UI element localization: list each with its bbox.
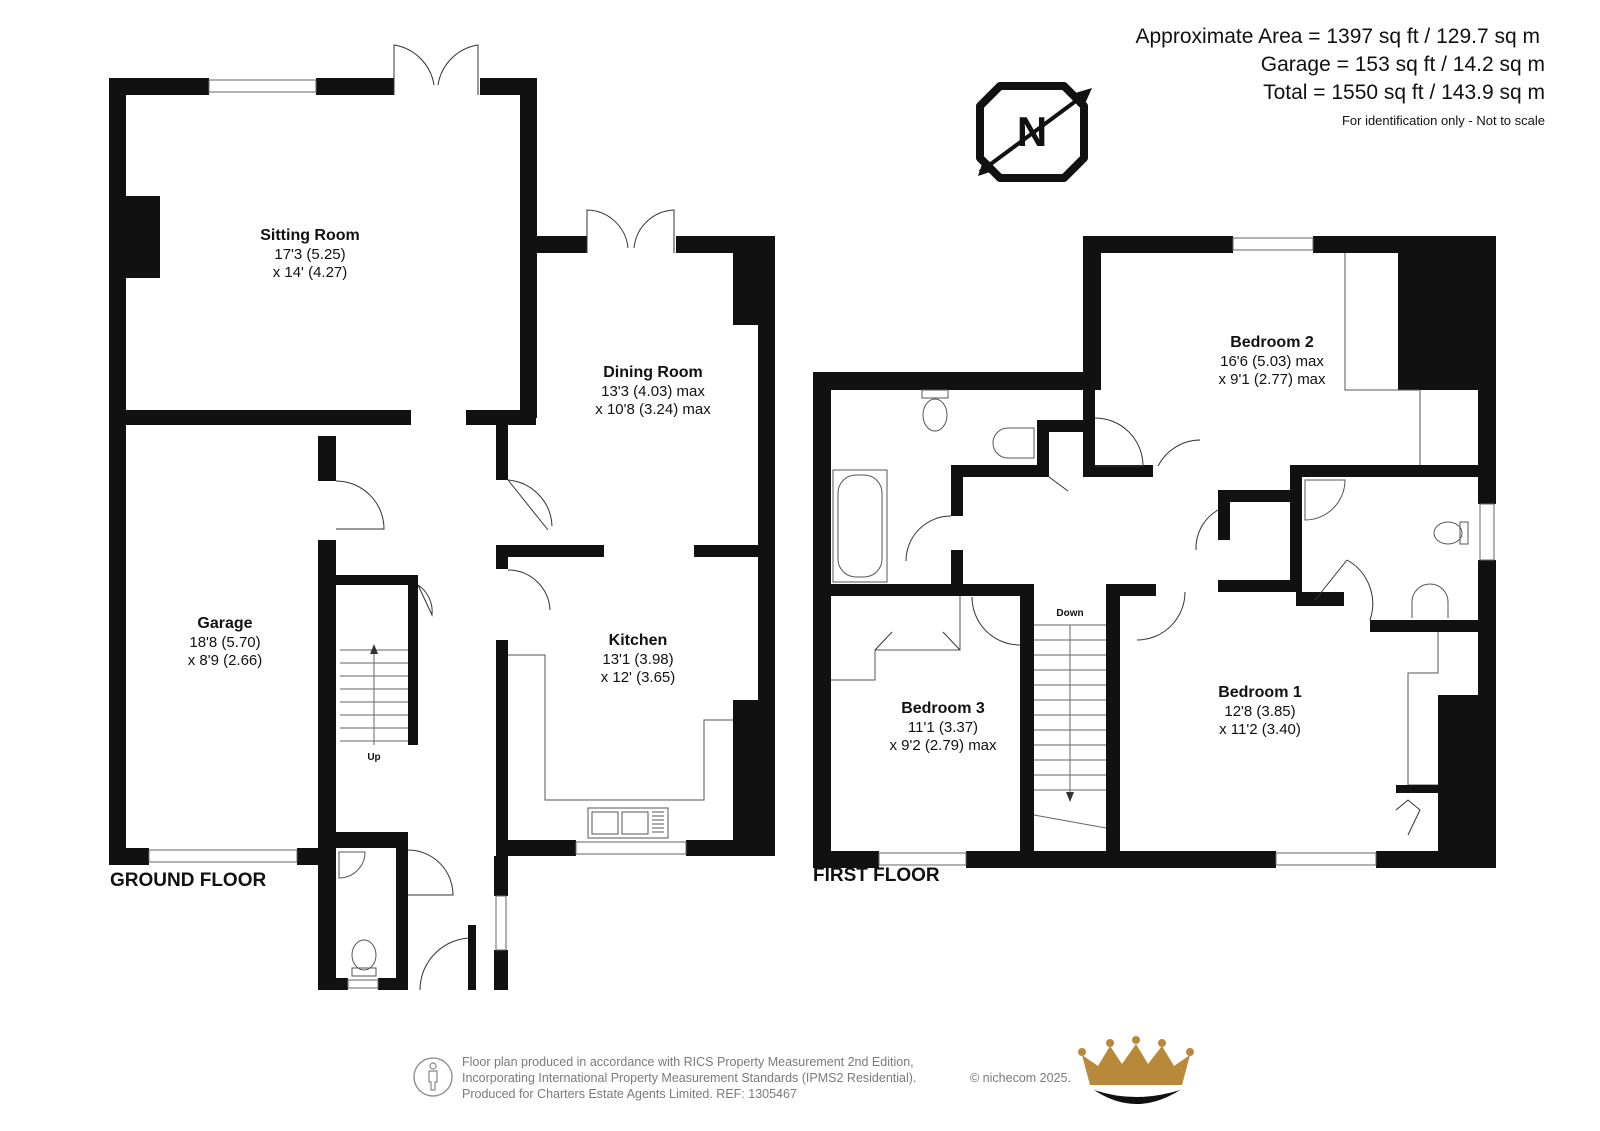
compass-letter: N bbox=[1017, 108, 1047, 155]
room-dimension: 16'6 (5.03) max bbox=[1220, 353, 1324, 370]
room-name: Bedroom 2 bbox=[1230, 334, 1314, 351]
crown-logo-icon bbox=[1078, 1036, 1194, 1104]
footer-line-2: Incorporating International Property Mea… bbox=[462, 1071, 916, 1085]
room-dimension: x 11'2 (3.40) bbox=[1219, 721, 1301, 738]
room-dimension: x 8'9 (2.66) bbox=[188, 652, 263, 669]
room-name: Bedroom 1 bbox=[1218, 684, 1302, 701]
room-dimension: 13'1 (3.98) bbox=[602, 651, 673, 668]
room-dimension: x 10'8 (3.24) max bbox=[595, 401, 711, 418]
room-name: Kitchen bbox=[609, 632, 668, 649]
room-dimension: 17'3 (5.25) bbox=[274, 246, 345, 263]
area-summary: Approximate Area = 1397 sq ft / 129.7 sq… bbox=[1136, 25, 1546, 128]
room-name: Dining Room bbox=[603, 364, 703, 381]
first-floor-label: FIRST FLOOR bbox=[813, 865, 940, 886]
footer-line-3: Produced for Charters Estate Agents Limi… bbox=[462, 1087, 797, 1101]
ground-floor-plan: Up bbox=[109, 44, 775, 991]
total-area-text: Total = 1550 sq ft / 143.9 sq m bbox=[1263, 81, 1545, 104]
room-garage: Garage 18'8 (5.70) x 8'9 (2.66) bbox=[188, 615, 263, 669]
room-sitting-room: Sitting Room 17'3 (5.25) x 14' (4.27) bbox=[260, 227, 360, 281]
footer-line-1: Floor plan produced in accordance with R… bbox=[462, 1055, 914, 1069]
room-dimension: x 9'2 (2.79) max bbox=[889, 737, 997, 754]
stairs-up-label: Up bbox=[367, 752, 380, 763]
ground-floor-label: GROUND FLOOR bbox=[110, 870, 266, 891]
room-dimension: x 14' (4.27) bbox=[273, 264, 348, 281]
footer-copyright: © nichecom 2025. bbox=[970, 1071, 1071, 1085]
first-floor-plan: Down bbox=[813, 236, 1496, 868]
room-bedroom-1: Bedroom 1 12'8 (3.85) x 11'2 (3.40) bbox=[1218, 684, 1302, 738]
room-name: Bedroom 3 bbox=[901, 700, 985, 717]
room-dimension: 18'8 (5.70) bbox=[189, 634, 260, 651]
room-kitchen: Kitchen 13'1 (3.98) x 12' (3.65) bbox=[601, 632, 676, 686]
room-bedroom-3: Bedroom 3 11'1 (3.37) x 9'2 (2.79) max bbox=[889, 700, 997, 754]
approximate-area-text: Approximate Area = 1397 sq ft / 129.7 sq… bbox=[1136, 25, 1541, 48]
room-dimension: x 9'1 (2.77) max bbox=[1218, 371, 1326, 388]
room-dimension: 13'3 (4.03) max bbox=[601, 383, 705, 400]
room-dimension: 12'8 (3.85) bbox=[1224, 703, 1295, 720]
room-dimension: x 12' (3.65) bbox=[601, 669, 676, 686]
garage-area-text: Garage = 153 sq ft / 14.2 sq m bbox=[1261, 53, 1545, 76]
person-icon bbox=[413, 1057, 453, 1097]
room-dining-room: Dining Room 13'3 (4.03) max x 10'8 (3.24… bbox=[595, 364, 711, 418]
room-dimension: 11'1 (3.37) bbox=[908, 719, 978, 736]
room-name: Sitting Room bbox=[260, 227, 360, 244]
scale-note-text: For identification only - Not to scale bbox=[1342, 113, 1545, 128]
room-bedroom-2: Bedroom 2 16'6 (5.03) max x 9'1 (2.77) m… bbox=[1218, 334, 1326, 388]
stairs-down-label: Down bbox=[1056, 608, 1083, 619]
room-name: Garage bbox=[197, 615, 252, 632]
north-arrow-icon: N bbox=[976, 82, 1092, 182]
